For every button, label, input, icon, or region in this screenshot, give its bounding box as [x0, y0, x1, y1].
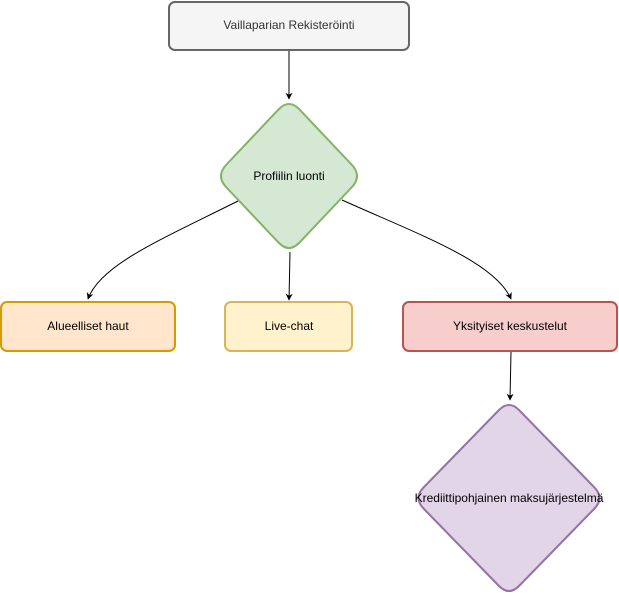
profile-diamond — [220, 103, 358, 249]
node-credit-payment[interactable]: Krediittipohjainen maksujärjestelmä — [415, 404, 604, 592]
edge-profile-to-private-chats — [341, 199, 512, 300]
edge-private-chats-to-credit-payment — [506, 351, 514, 401]
private-chats-label: Yksityiset keskustelut — [453, 319, 568, 333]
registration-box — [168, 1, 410, 51]
live-chat-box — [224, 301, 353, 352]
node-regional-search[interactable]: Alueelliset haut — [0, 301, 176, 352]
regional-search-box — [0, 301, 176, 352]
private-chats-box — [402, 301, 618, 352]
edge-profile-to-live-chat — [285, 251, 293, 301]
credit-payment-diamond — [417, 404, 601, 592]
registration-label: Vaillaparian Rekisteröinti — [223, 18, 354, 32]
node-live-chat[interactable]: Live-chat — [224, 301, 353, 352]
regional-search-label: Alueelliset haut — [47, 319, 129, 333]
node-registration[interactable]: Vaillaparian Rekisteröinti — [168, 1, 410, 51]
edge-profile-to-regional-search — [86, 200, 239, 300]
edges — [86, 50, 514, 401]
live-chat-label: Live-chat — [265, 319, 314, 333]
node-profile[interactable]: Profiilin luonti — [220, 103, 358, 249]
credit-payment-label: Krediittipohjainen maksujärjestelmä — [415, 491, 604, 505]
profile-label: Profiilin luonti — [253, 169, 324, 183]
node-private-chats[interactable]: Yksityiset keskustelut — [402, 301, 618, 352]
